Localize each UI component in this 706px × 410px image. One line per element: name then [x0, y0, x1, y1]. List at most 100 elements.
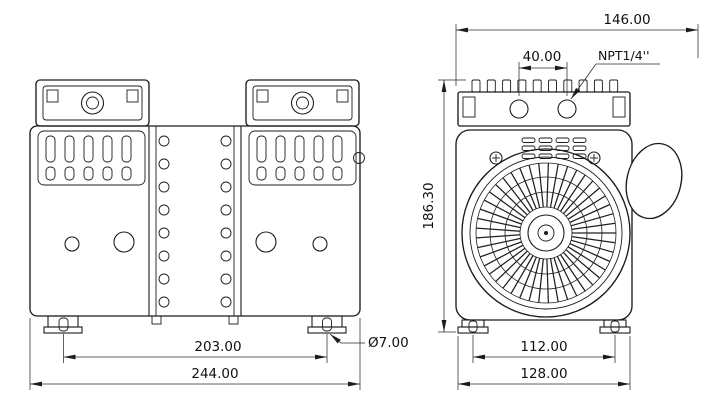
fan-spoke	[477, 217, 521, 229]
left-head-port-circle	[80, 91, 105, 115]
outlet-port	[557, 99, 577, 119]
cooling-slot	[102, 166, 113, 181]
port-thread-label: NPT1/4''	[598, 48, 650, 63]
head-fin	[532, 79, 542, 93]
bolt-hole	[158, 158, 170, 170]
dim-mount-spacing: 112.00	[472, 335, 616, 363]
fan-spoke	[495, 183, 528, 216]
cooling-slot	[121, 166, 132, 181]
fan-spoke	[569, 203, 611, 223]
fan-spoke	[528, 164, 541, 208]
port-thread-callout: NPT1/4''	[570, 48, 660, 100]
dim-text-overall-width: 244.00	[191, 366, 238, 382]
dim-base-width: 128.00	[457, 336, 631, 390]
fan-spoke	[538, 163, 544, 208]
shroud-screw-right	[587, 151, 601, 165]
foot-base	[457, 326, 489, 334]
dim-overall-width: 244.00	[29, 318, 361, 390]
fan-spoke	[565, 187, 601, 217]
fan-ring	[519, 206, 573, 260]
crankcase-bolt-holes	[158, 135, 232, 308]
fan-spoke	[502, 177, 531, 213]
right-head-inner	[252, 85, 353, 121]
bolt-hole	[220, 158, 232, 170]
side-head-tab-right	[612, 96, 626, 118]
head-fin	[563, 79, 573, 93]
bolt-hole	[158, 135, 170, 147]
cooling-slot	[294, 135, 305, 163]
vent-louver	[572, 137, 587, 143]
fan-hub	[527, 214, 565, 252]
head-fin	[609, 79, 619, 93]
left-inner-mount-hole	[113, 231, 135, 253]
bolt-hole	[158, 181, 170, 193]
cooling-slot	[102, 135, 113, 163]
callout-foot-hole: Ø7.00	[329, 333, 409, 351]
fan-shroud	[461, 148, 631, 318]
fan-spoke	[510, 255, 534, 294]
cooling-slot	[313, 135, 324, 163]
fan-spoke	[483, 244, 524, 267]
dim-text-base-width: 128.00	[520, 366, 567, 382]
fan-spoke	[556, 169, 578, 210]
bolt-hole	[220, 181, 232, 193]
fan-spoke	[510, 172, 534, 211]
dim-text-mount-spacing: 112.00	[520, 339, 567, 355]
fan-spoke	[546, 258, 550, 304]
right-head-port-circle	[290, 91, 315, 115]
side-boss	[353, 152, 365, 164]
fan-spoke	[538, 258, 544, 303]
cooling-slot	[83, 166, 94, 181]
bolt-hole	[158, 227, 170, 239]
left-head-outline	[35, 79, 150, 127]
dim-text-overall-height: 186.30	[421, 182, 437, 229]
right-fin-block	[248, 130, 357, 186]
foot-base	[599, 326, 631, 334]
front-left-foot	[43, 315, 83, 334]
head-fin	[548, 79, 557, 93]
side-right-foot	[599, 319, 631, 334]
foot-base	[307, 326, 347, 334]
fan-spoke	[483, 199, 524, 222]
cooling-slot	[332, 166, 343, 181]
shroud-screw-left	[489, 151, 503, 165]
bolt-hole	[158, 296, 170, 308]
dim-text-overall-depth: 146.00	[603, 12, 650, 28]
bolt-hole	[220, 204, 232, 216]
cooling-slot	[256, 135, 267, 163]
foot-slot	[610, 320, 620, 333]
front-view	[29, 79, 365, 334]
fan-spoke	[553, 257, 569, 300]
cooling-slot	[275, 166, 286, 181]
left-head-tab-a	[46, 89, 59, 103]
vent-louver	[572, 153, 587, 159]
right-head-tab-a	[256, 89, 269, 103]
bolt-hole	[158, 250, 170, 262]
left-outer-mount-hole	[64, 236, 80, 252]
fan-spoke	[562, 180, 594, 215]
left-cylinder-head	[35, 79, 150, 127]
fan-spoke	[569, 243, 611, 263]
bolt-hole	[158, 204, 170, 216]
vent-louver	[572, 145, 587, 151]
cooling-slot	[64, 135, 75, 163]
inlet-port	[509, 99, 529, 119]
fan-spoke	[567, 195, 606, 220]
cooling-slot	[45, 135, 56, 163]
fan-hub-inner	[537, 224, 555, 242]
fan-spoke	[546, 162, 550, 208]
cooling-fin-slots	[45, 135, 343, 181]
left-head-tab-b	[126, 89, 139, 103]
foot-slot	[468, 320, 478, 333]
vent-louver	[555, 137, 570, 143]
fan-spoke	[559, 254, 586, 292]
fan-spoke	[519, 167, 537, 210]
bolt-hole	[158, 273, 170, 285]
fan-grille-spokes	[476, 162, 616, 304]
dim-overall-depth: 146.00	[455, 12, 699, 86]
cooling-slot	[121, 135, 132, 163]
cooling-slot	[64, 166, 75, 181]
dim-overall-height: 186.30	[421, 79, 466, 333]
fan-grille-rings	[475, 162, 617, 304]
